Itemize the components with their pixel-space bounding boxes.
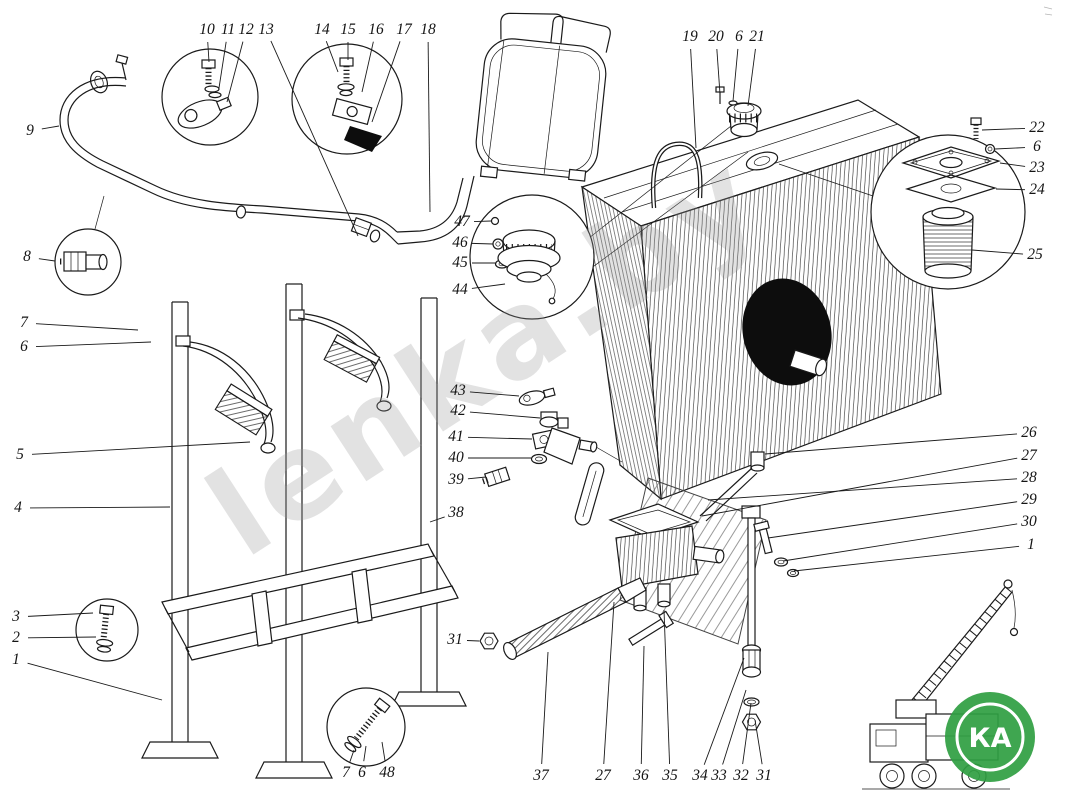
- leader-line-6: [994, 147, 1026, 150]
- leader-line-11: [218, 41, 227, 89]
- mount-bolt: [628, 610, 675, 646]
- leader-line-6: [35, 341, 152, 347]
- leader-line-30: [782, 523, 1018, 562]
- leader-line-1: [793, 545, 1020, 572]
- leader-line-8: [38, 258, 56, 262]
- fuel-pipes: [59, 54, 475, 245]
- leader-line-16: [361, 41, 374, 93]
- leader-line-7: [349, 749, 355, 762]
- leader-line-14: [325, 41, 339, 73]
- leader-line-9: [41, 125, 60, 130]
- detail-circle-union: [54, 228, 122, 296]
- fuel-cock-parts: [482, 387, 623, 488]
- leader-line-19: [690, 48, 697, 149]
- detail-circle-strainer: [870, 117, 1026, 290]
- mounting-frame: [141, 283, 467, 779]
- detail-circle-tie-rod: [161, 48, 259, 146]
- bracket-bolt: [753, 520, 773, 555]
- leader-line-25: [971, 249, 1024, 255]
- vent-rod: [741, 505, 762, 731]
- drain-fitting: [750, 451, 765, 472]
- leader-line-41: [467, 436, 533, 440]
- leader-line-18: [427, 41, 431, 213]
- corner-mark: [1043, 6, 1053, 16]
- fuel-pickup-tube: [503, 577, 647, 660]
- fuel-tank: [580, 86, 942, 501]
- leader-line-10: [207, 41, 210, 63]
- filler-neck-flange: [745, 151, 779, 171]
- leader-lines: [27, 40, 1026, 765]
- leader-line-24: [995, 188, 1026, 191]
- fuel-valve-assembly: [479, 462, 800, 731]
- leader-line-29: [767, 501, 1018, 539]
- leader-line-35: [663, 609, 671, 765]
- leader-line-31: [754, 719, 763, 765]
- valve-handle: [574, 462, 605, 526]
- detail-circle-rail-bolt: [326, 687, 406, 767]
- leader-line-22: [981, 127, 1026, 131]
- leader-line-23: [999, 162, 1026, 167]
- tank-strap-left: [175, 335, 276, 454]
- leader-line-27: [701, 457, 1018, 517]
- detail-circle-filler-cap: [469, 194, 595, 320]
- leader-line-21: [747, 48, 756, 107]
- leader-line-48: [381, 741, 386, 762]
- leader-line-47: [473, 220, 492, 223]
- internal-fitting: [789, 349, 828, 377]
- leader-line-13: [270, 40, 359, 237]
- leader-line-26: [764, 433, 1018, 455]
- drain-plug: [479, 632, 499, 650]
- leader-line-33: [722, 689, 747, 765]
- detail-circle-frame-bolt: [75, 598, 139, 662]
- leader-line-1: [27, 662, 163, 701]
- leader-line-32: [742, 702, 752, 765]
- leader-line-17: [371, 41, 401, 123]
- brand-logo: КА: [862, 579, 1035, 790]
- leader-line-6: [363, 745, 367, 762]
- leader-line-28: [707, 478, 1018, 501]
- leader-line-38: [429, 516, 445, 523]
- filler-cap: [715, 86, 762, 138]
- leader-line-31: [466, 640, 480, 642]
- leader-line-42: [469, 411, 541, 419]
- leader-line-20: [716, 48, 721, 95]
- leader-line-44: [471, 283, 506, 289]
- leader-line-37: [541, 651, 549, 765]
- leader-line-39: [467, 476, 487, 480]
- leader-line-12: [226, 41, 244, 103]
- leader-line-4: [29, 506, 171, 509]
- leader-line-27: [603, 601, 615, 765]
- leader-line-36: [640, 645, 645, 765]
- leader-line-6: [732, 48, 739, 102]
- detail-circle-clamp: [291, 43, 403, 155]
- leader-line-34: [703, 657, 745, 765]
- expansion-tank: [475, 12, 611, 182]
- tank-strap-right: [289, 309, 392, 412]
- leader-line-43: [469, 391, 520, 397]
- leader-line-7: [35, 323, 139, 331]
- logo-text: КА: [969, 723, 1012, 754]
- leader-line-2: [27, 636, 97, 639]
- leader-line-5: [31, 441, 251, 455]
- green-emblem: КА: [945, 692, 1035, 782]
- leader-line-46: [471, 242, 494, 245]
- leader-line-3: [27, 612, 94, 617]
